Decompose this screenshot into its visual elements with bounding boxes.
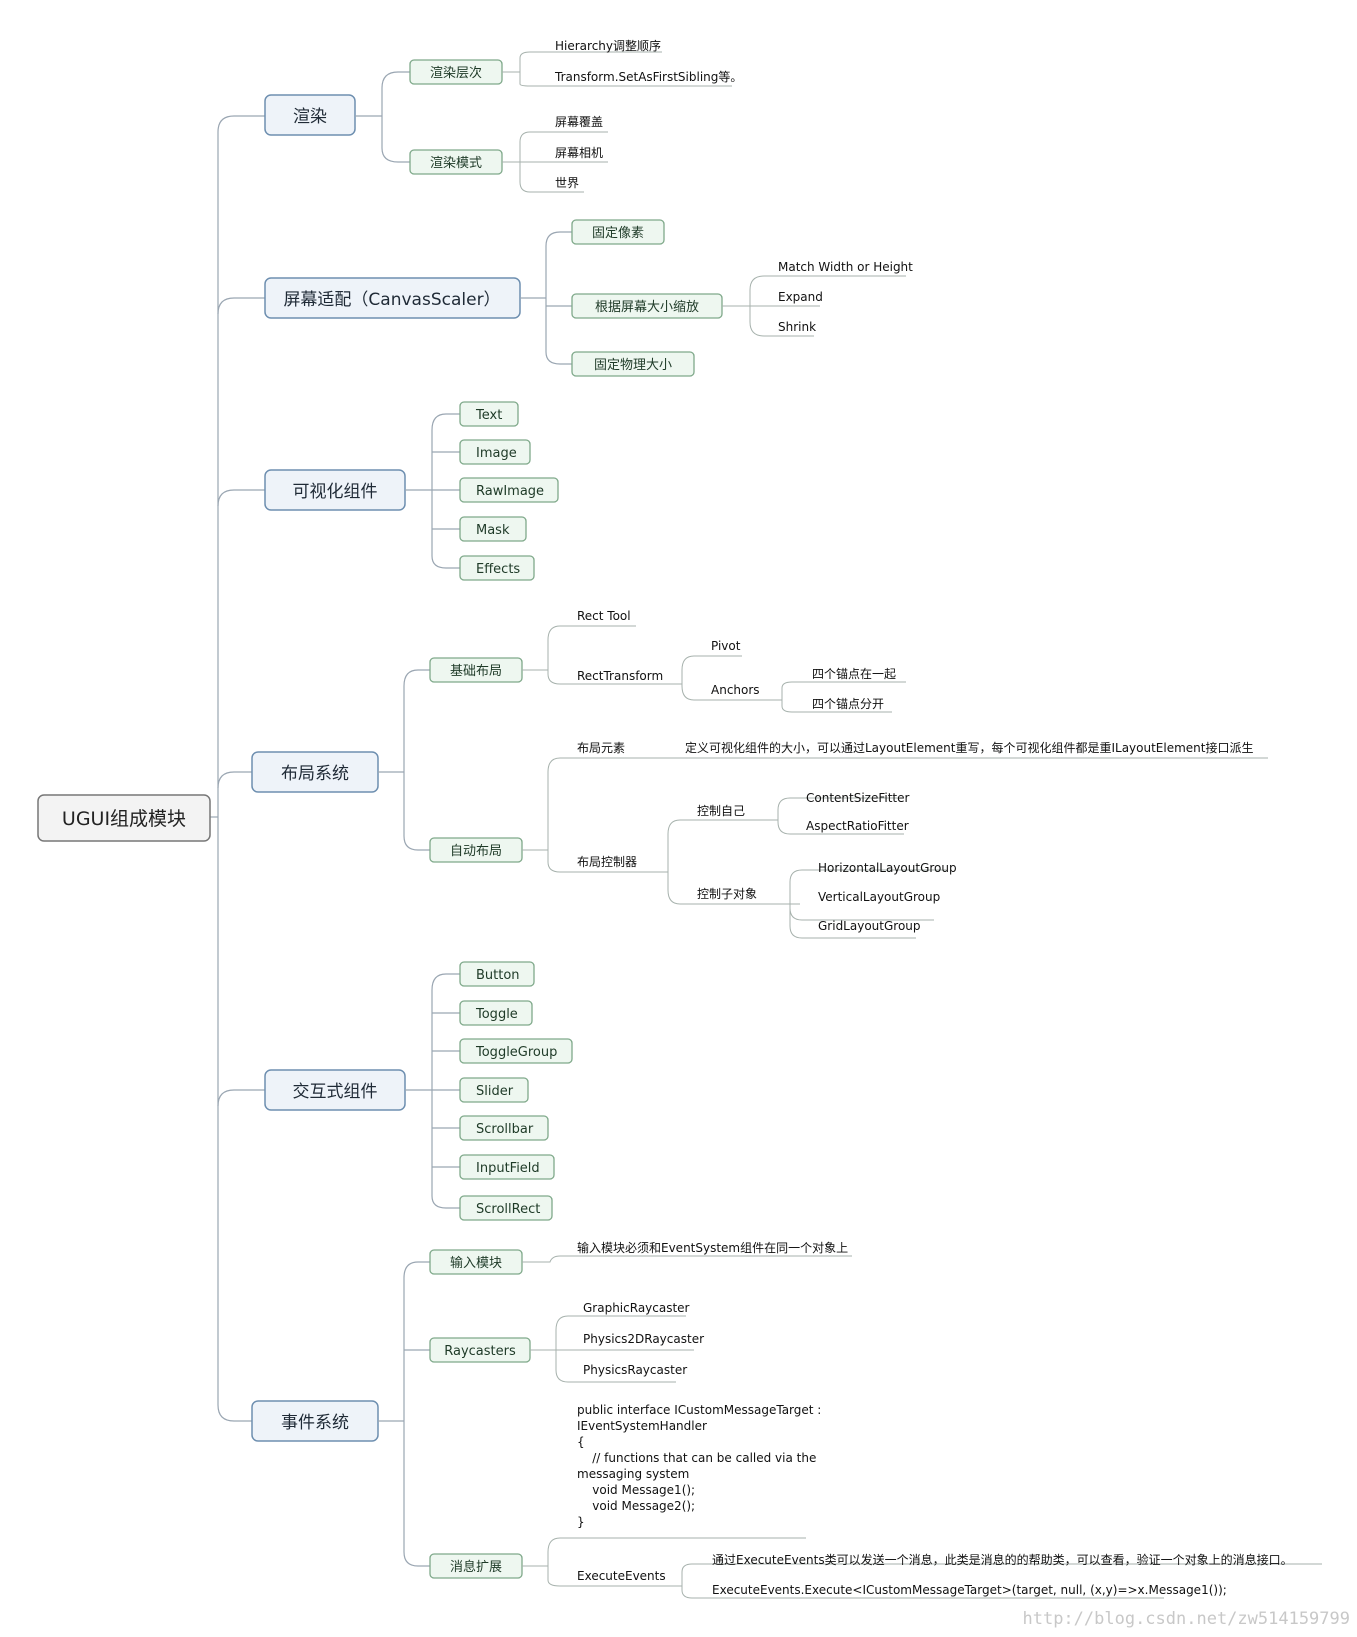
interactive-item: InputField: [476, 1161, 540, 1176]
render-mode-item: 世界: [555, 176, 579, 190]
visual-item-box: [459, 477, 559, 503]
render-layer-item: Hierarchy调整顺序: [555, 38, 661, 53]
visual-item: Mask: [476, 523, 510, 538]
code-line: void Message2();: [577, 1499, 695, 1513]
layout-element-desc: 定义可视化组件的大小，可以通过LayoutElement重写，每个可视化组件都是…: [685, 740, 1254, 755]
code-line: {: [577, 1435, 585, 1449]
layout-self: 控制自己: [697, 804, 745, 818]
screen-scale-item: Match Width or Height: [778, 260, 913, 274]
events-code-block: public interface ICustomMessageTarget : I…: [577, 1403, 821, 1529]
render-mode-item: 屏幕相机: [555, 146, 603, 160]
events-raycaster-item: PhysicsRaycaster: [583, 1363, 687, 1377]
interactive-item-box: [459, 1038, 573, 1064]
layout-auto-label: 自动布局: [450, 844, 502, 859]
branch-events: 事件系统 输入模块 输入模块必须和EventSystem组件在同一个对象上 Ra…: [251, 1240, 1322, 1599]
layout-title: 布局系统: [281, 764, 349, 784]
interactive-item-box: [459, 1154, 555, 1180]
visual-item-box: [459, 516, 527, 542]
interactive-item-box: [459, 961, 535, 987]
interactive-item-box: [459, 1115, 549, 1141]
branch-interactive: 交互式组件 ButtonToggleToggleGroupSliderScrol…: [264, 961, 573, 1221]
events-execute: ExecuteEvents: [577, 1569, 666, 1583]
layout-rect-tool: Rect Tool: [577, 609, 631, 623]
branch-layout: 布局系统 基础布局 Rect Tool RectTransform Pivot …: [251, 609, 1268, 939]
layout-anchor-item: 四个锚点在一起: [812, 666, 896, 681]
events-input-label: 输入模块: [450, 1255, 502, 1271]
events-message-label: 消息扩展: [450, 1559, 502, 1575]
layout-children-item: VerticalLayoutGroup: [818, 890, 940, 904]
layout-children-item: HorizontalLayoutGroup: [818, 861, 957, 875]
events-execute-item: ExecuteEvents.Execute<ICustomMessageTarg…: [712, 1583, 1227, 1597]
visual-item: Text: [475, 408, 502, 423]
layout-element: 布局元素: [577, 741, 625, 755]
interactive-item: Scrollbar: [476, 1122, 534, 1137]
branch-screen: 屏幕适配（CanvasScaler） 固定像素 根据屏幕大小缩放 Match W…: [264, 219, 913, 377]
layout-controller: 布局控制器: [577, 855, 637, 869]
visual-item-box: [459, 439, 531, 465]
render-layer-item: Transform.SetAsFirstSibling等。: [554, 70, 742, 84]
screen-scale-item: Expand: [778, 290, 823, 304]
events-raycasters-label: Raycasters: [444, 1344, 516, 1359]
layout-children-item: GridLayoutGroup: [818, 919, 921, 933]
code-line: public interface ICustomMessageTarget :: [577, 1403, 821, 1417]
layout-basic-label: 基础布局: [450, 664, 502, 679]
screen-scale-item: Shrink: [778, 320, 816, 334]
interactive-items: ButtonToggleToggleGroupSliderScrollbarIn…: [459, 961, 573, 1221]
visual-item-box: [459, 401, 519, 427]
interactive-title: 交互式组件: [293, 1082, 378, 1102]
events-raycaster-item: GraphicRaycaster: [583, 1301, 690, 1315]
interactive-item: Button: [476, 968, 520, 983]
visual-item-box: [459, 555, 535, 581]
visual-item: RawImage: [476, 484, 544, 499]
visual-item: Effects: [476, 562, 520, 577]
code-line: }: [577, 1515, 585, 1529]
code-line: messaging system: [577, 1467, 689, 1481]
watermark: http://blog.csdn.net/zw514159799: [1022, 1609, 1350, 1629]
code-line: IEventSystemHandler: [577, 1419, 707, 1433]
screen-title: 屏幕适配（CanvasScaler）: [283, 290, 500, 310]
root-connectors: [210, 115, 265, 1422]
screen-scale-label: 根据屏幕大小缩放: [595, 299, 699, 315]
layout-self-item: ContentSizeFitter: [806, 791, 910, 805]
layout-children: 控制子对象: [697, 887, 757, 901]
interactive-item: ToggleGroup: [475, 1045, 557, 1060]
events-title: 事件系统: [281, 1413, 349, 1433]
branch-render: 渲染 渲染层次 Hierarchy调整顺序 Transform.SetAsFir…: [264, 38, 742, 193]
interactive-item-box: [459, 1195, 553, 1221]
events-input-desc: 输入模块必须和EventSystem组件在同一个对象上: [577, 1240, 848, 1255]
screen-fixed-physical: 固定物理大小: [594, 358, 672, 373]
render-title: 渲染: [293, 107, 327, 127]
events-execute-item: 通过ExecuteEvents类可以发送一个消息，此类是消息的的帮助类，可以查看…: [712, 1552, 1293, 1567]
visual-item: Image: [476, 446, 517, 461]
render-mode-label: 渲染模式: [430, 156, 482, 171]
code-line: void Message1();: [577, 1483, 695, 1497]
layout-self-item: AspectRatioFitter: [806, 819, 909, 833]
layout-rect-transform: RectTransform: [577, 669, 663, 683]
layout-anchor-item: 四个锚点分开: [812, 696, 884, 711]
interactive-item-box: [459, 1000, 533, 1026]
interactive-item: ScrollRect: [476, 1202, 540, 1217]
screen-fixed-pixel: 固定像素: [592, 226, 644, 241]
interactive-item: Slider: [476, 1084, 514, 1099]
root-label: UGUI组成模块: [62, 808, 186, 830]
code-line: // functions that can be called via the: [577, 1451, 816, 1465]
interactive-item-box: [459, 1077, 529, 1103]
events-raycaster-item: Physics2DRaycaster: [583, 1332, 704, 1346]
interactive-item: Toggle: [475, 1007, 518, 1022]
layout-pivot: Pivot: [711, 639, 741, 653]
render-mode-item: 屏幕覆盖: [555, 115, 603, 129]
render-layer-label: 渲染层次: [430, 65, 482, 81]
root-node: UGUI组成模块: [37, 794, 211, 842]
layout-anchors: Anchors: [711, 683, 760, 697]
visual-title: 可视化组件: [293, 482, 378, 502]
